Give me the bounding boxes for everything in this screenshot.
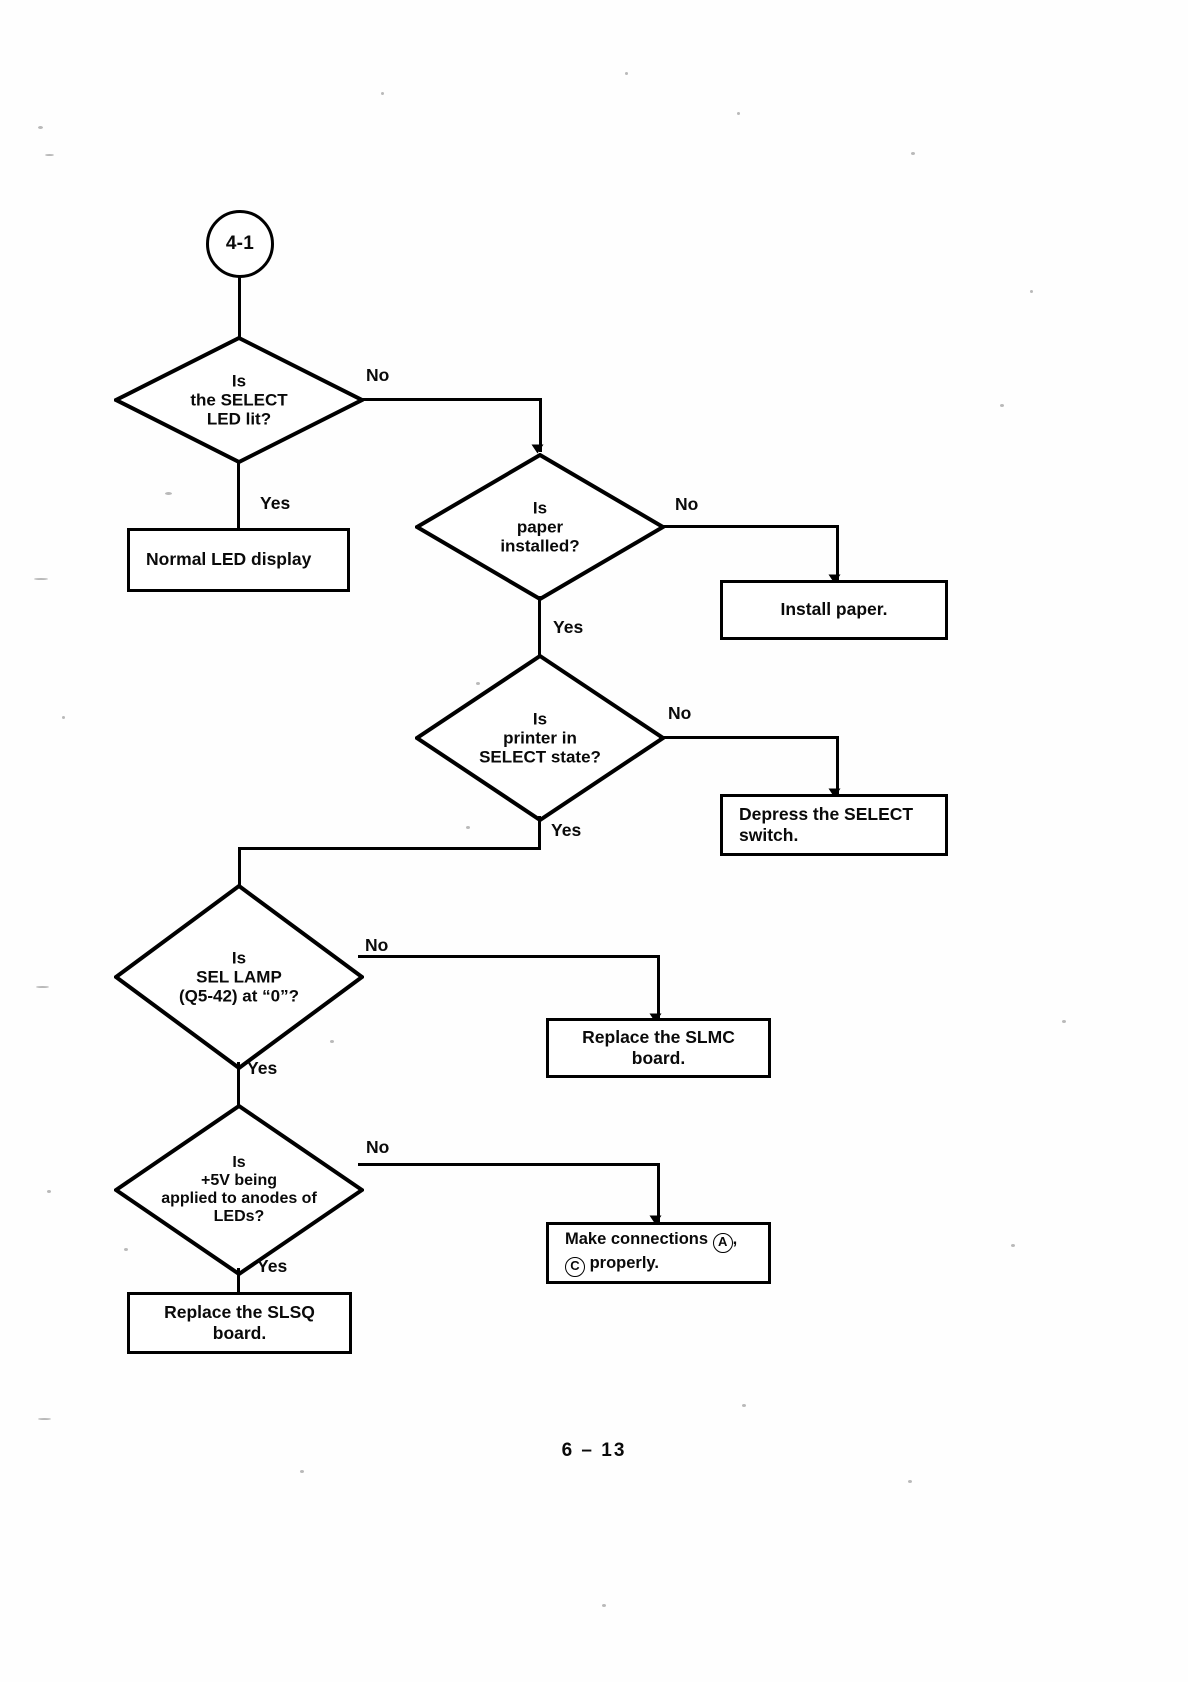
scan-speck (742, 1404, 746, 1407)
scan-speck (124, 1248, 128, 1251)
process-text-line-1: Make connections A, (565, 1229, 752, 1253)
scan-speck (38, 1418, 51, 1420)
circled-letter-c-icon: C (565, 1257, 585, 1277)
edge-label-d1-yes: Yes (260, 493, 291, 513)
circled-letter-a-icon: A (712, 1233, 733, 1253)
page-number: 6 – 13 (561, 1440, 627, 1461)
process-replace-slmc-board[interactable]: Replace the SLMC board. (546, 1018, 771, 1078)
connector-d1-no-horizontal (358, 398, 542, 401)
connector-d3-no-horizontal (659, 736, 839, 739)
scan-speck (36, 986, 49, 988)
scan-speck (908, 1480, 912, 1483)
process-text-line: Depress the SELECT (739, 803, 914, 824)
process-make-connections[interactable]: Make connections A, C properly. (546, 1222, 771, 1284)
process-install-paper[interactable]: Install paper. (720, 580, 948, 640)
connector-d3-yes-into-d4 (238, 847, 241, 887)
scan-speck (34, 578, 48, 580)
make-connections-comma: , (732, 1230, 738, 1248)
scan-speck (1000, 404, 1004, 407)
scan-speck (300, 1470, 304, 1473)
scan-speck (911, 152, 915, 155)
edge-label-d3-yes: Yes (551, 820, 582, 840)
process-make-connections-text: Make connections A, C properly. (549, 1229, 768, 1277)
process-depress-select-switch-text: Depress the SELECT switch. (723, 804, 945, 847)
connector-d2-no-vertical (836, 525, 839, 582)
edge-label-d1-no: No (366, 365, 390, 385)
scan-speck (602, 1604, 606, 1607)
scan-speck (1030, 290, 1033, 293)
scan-speck (476, 682, 480, 685)
connector-d5-no-vertical (657, 1163, 660, 1223)
connector-d1-no-vertical (539, 398, 542, 452)
edge-label-d5-yes: Yes (257, 1256, 288, 1276)
connector-d1-yes (237, 460, 240, 530)
connector-d4-no-vertical (657, 955, 660, 1021)
decision-plus5v-anodes[interactable]: Is +5V being applied to anodes of LEDs? (114, 1104, 364, 1276)
scan-speck (45, 154, 54, 156)
scan-speck (1062, 1020, 1066, 1023)
diamond-outline (415, 453, 665, 601)
make-connections-prefix: Make connections (565, 1230, 709, 1248)
process-normal-led-display[interactable]: Normal LED display (127, 528, 350, 592)
scan-speck (1011, 1244, 1015, 1247)
edge-label-d3-no: No (668, 703, 692, 723)
scan-speck (330, 1040, 334, 1043)
scan-speck (466, 826, 470, 829)
process-replace-slsq-board[interactable]: Replace the SLSQ board. (127, 1292, 352, 1354)
decision-sel-lamp-q5-42[interactable]: Is SEL LAMP (Q5-42) at “0”? (114, 884, 364, 1070)
process-replace-slmc-board-text: Replace the SLMC board. (582, 1026, 735, 1068)
start-node-label: 4-1 (225, 233, 255, 254)
decision-printer-select-state[interactable]: Is printer in SELECT state? (415, 654, 665, 822)
connector-d3-yes-down (538, 816, 541, 850)
edge-label-d4-yes: Yes (247, 1058, 278, 1078)
diamond-outline (415, 654, 665, 822)
process-text-line: switch. (739, 825, 799, 845)
connector-d2-yes (538, 596, 541, 658)
connector-d4-no-horizontal (358, 955, 660, 958)
scan-speck (381, 92, 384, 95)
decision-select-led-lit[interactable]: Is the SELECT LED lit? (114, 336, 364, 464)
connector-d3-yes-horizontal (238, 847, 541, 850)
diamond-outline (114, 1104, 364, 1276)
connector-d5-no-horizontal (358, 1163, 660, 1166)
connector-d3-no-vertical (836, 736, 839, 796)
decision-paper-installed[interactable]: Is paper installed? (415, 453, 665, 601)
scan-speck (38, 126, 43, 129)
connector-d2-no-horizontal (659, 525, 839, 528)
process-normal-led-display-text: Normal LED display (146, 549, 312, 570)
scan-speck (47, 1190, 51, 1193)
edge-label-d4-no: No (365, 935, 389, 955)
diamond-outline (114, 336, 364, 464)
make-connections-suffix: properly. (589, 1254, 659, 1272)
process-text-line-2: C properly. (565, 1253, 752, 1277)
flowchart-start-node[interactable]: 4-1 (206, 210, 274, 278)
edge-label-d5-no: No (366, 1137, 390, 1157)
scan-speck (625, 72, 628, 75)
connector-d4-yes (237, 1062, 240, 1110)
connector-start-to-d1 (238, 277, 241, 339)
edge-label-d2-yes: Yes (553, 617, 584, 637)
process-depress-select-switch[interactable]: Depress the SELECT switch. (720, 794, 948, 856)
scan-speck (165, 492, 172, 495)
edge-label-d2-no: No (675, 494, 699, 514)
diamond-outline (114, 884, 364, 1070)
scan-speck (737, 112, 740, 115)
process-replace-slsq-board-text: Replace the SLSQ board. (164, 1301, 315, 1343)
scan-speck (62, 716, 65, 719)
process-install-paper-text: Install paper. (780, 599, 888, 620)
